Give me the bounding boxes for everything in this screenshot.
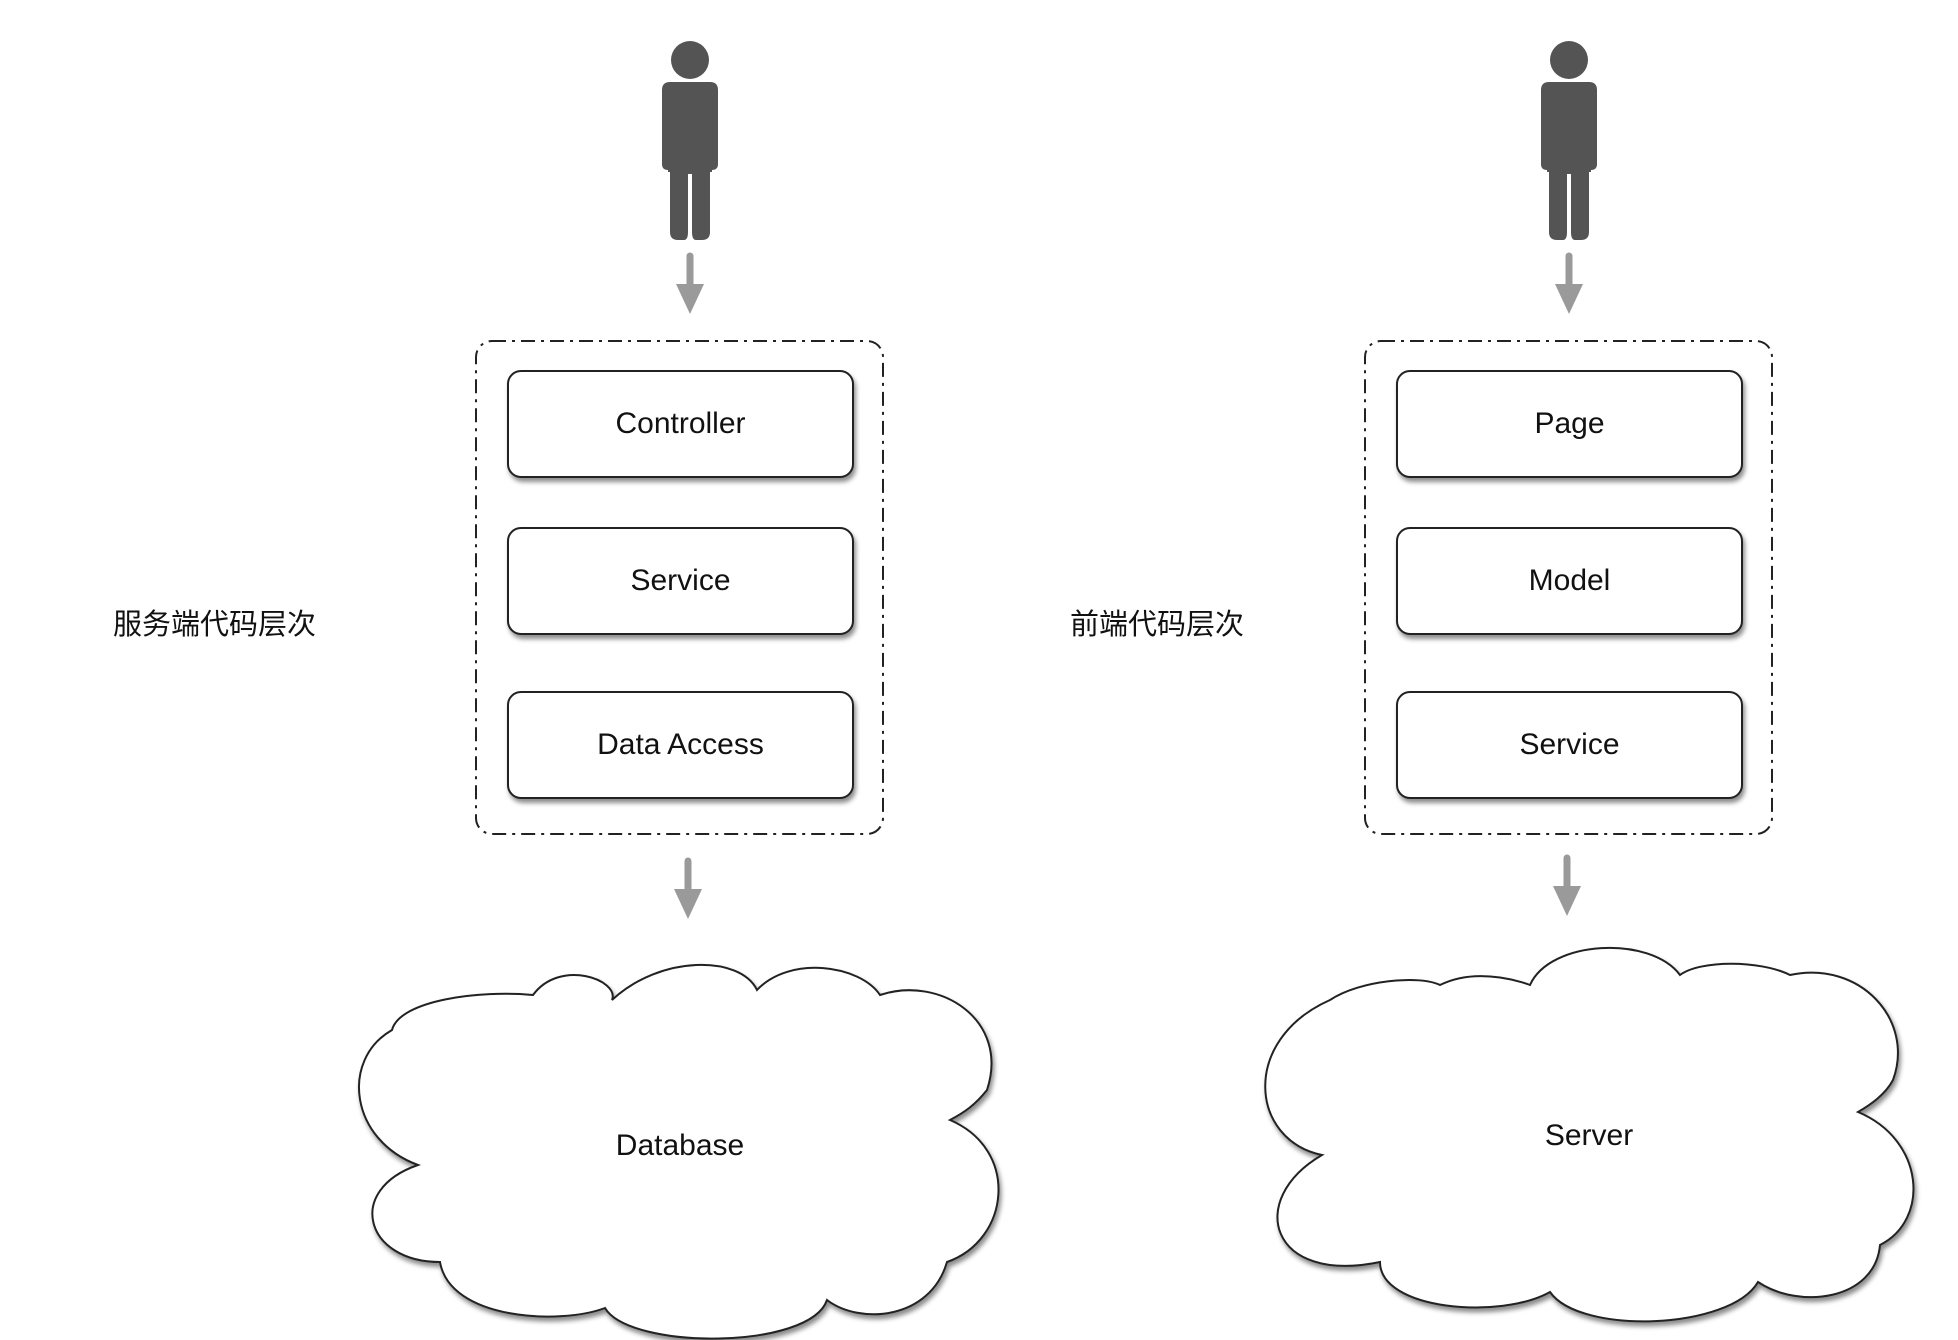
database-label: Database: [615, 1129, 745, 1162]
person-icon-left: [662, 41, 718, 240]
layer-box-service: Service: [507, 527, 854, 635]
layer-box-service-front: Service: [1396, 691, 1743, 799]
layer-label: Service: [630, 564, 731, 597]
layer-label: Service: [1519, 728, 1620, 761]
front-end-label: 前端代码层次: [1070, 607, 1245, 641]
arrow-down-icon-right-top: [1555, 256, 1583, 314]
server-label: Server: [1544, 1119, 1634, 1152]
layer-box-model: Model: [1396, 527, 1743, 635]
layer-label: Model: [1528, 564, 1611, 597]
server-side-label: 服务端代码层次: [113, 607, 317, 641]
server-layer-group: [475, 340, 884, 835]
person-icon-right: [1541, 41, 1597, 240]
layer-label: Data Access: [597, 728, 764, 761]
layer-box-controller: Controller: [507, 370, 854, 478]
front-layer-group: [1364, 340, 1773, 835]
arrow-down-icon-left-top: [676, 256, 704, 314]
arrow-down-icon-left-bottom: [674, 861, 702, 919]
arrow-down-icon-right-bottom: [1553, 858, 1581, 916]
layer-label: Controller: [615, 407, 746, 440]
cloud-shape-server: [1264, 946, 1915, 1323]
layer-label: Page: [1534, 407, 1605, 440]
layer-box-page: Page: [1396, 370, 1743, 478]
layer-box-data-access: Data Access: [507, 691, 854, 799]
cloud-shape-database: [358, 964, 1000, 1340]
